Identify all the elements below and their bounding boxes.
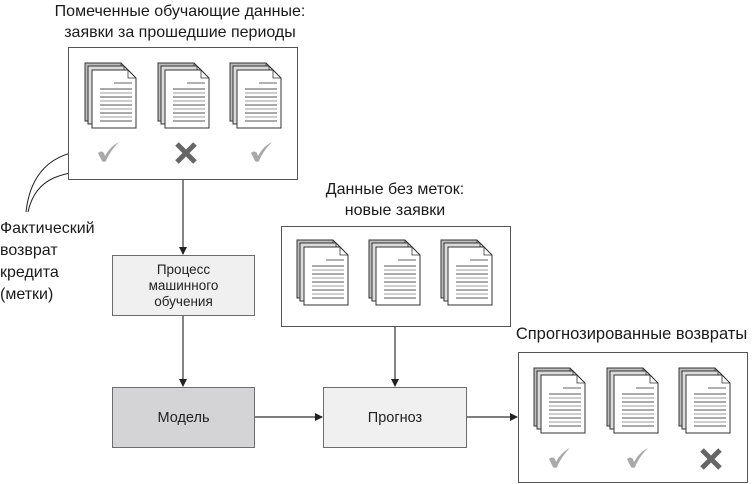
model-label: Модель xyxy=(157,409,210,426)
document-stack-icon xyxy=(229,62,283,130)
predicted-title-text: Спрогнозированные возвраты xyxy=(515,325,748,343)
document-stack-icon xyxy=(84,62,138,130)
document-stack-icon xyxy=(368,239,422,307)
document-stack-icon xyxy=(533,367,587,435)
ml-process-box: Процесс машинного обучения xyxy=(112,255,255,316)
ml-process-line3: обучения xyxy=(154,293,213,309)
predicted-returns-panel xyxy=(518,352,748,483)
check-mark-icon xyxy=(547,447,571,469)
document-stack-icon xyxy=(296,239,350,307)
document-stack-icon xyxy=(440,239,494,307)
training-title-line1: Помеченные обучающие данные: xyxy=(54,3,306,20)
side-label-line3: кредита xyxy=(0,264,59,281)
forecast-box: Прогноз xyxy=(323,387,467,448)
training-data-title: Помеченные обучающие данные: заявки за п… xyxy=(40,1,320,43)
check-mark-icon xyxy=(249,141,273,163)
forecast-label: Прогноз xyxy=(367,409,423,426)
training-title-line2: заявки за прошедшие периоды xyxy=(64,24,296,41)
side-label-line2: возврат xyxy=(0,242,58,259)
unlabeled-title-line2: новые заявки xyxy=(344,202,446,219)
check-mark-icon xyxy=(96,141,120,163)
training-data-panel xyxy=(68,47,298,180)
check-mark-icon xyxy=(625,447,649,469)
model-box: Модель xyxy=(112,387,255,448)
predicted-returns-title: Спрогнозированные возвраты xyxy=(510,324,753,345)
side-label-line4: (метки) xyxy=(0,286,54,303)
ml-process-line1: Процесс xyxy=(156,261,211,277)
actual-repayment-label: Фактический возврат кредита (метки) xyxy=(0,218,95,306)
ml-process-line2: машинного xyxy=(148,277,219,293)
x-mark-icon xyxy=(699,448,723,470)
unlabeled-data-panel xyxy=(281,226,511,327)
x-mark-icon xyxy=(174,142,198,164)
document-stack-icon xyxy=(157,62,211,130)
unlabeled-data-title: Данные без меток: новые заявки xyxy=(290,179,500,221)
unlabeled-title-line1: Данные без меток: xyxy=(325,181,465,198)
side-label-line1: Фактический xyxy=(0,220,95,237)
document-stack-icon xyxy=(606,367,660,435)
document-stack-icon xyxy=(678,367,732,435)
